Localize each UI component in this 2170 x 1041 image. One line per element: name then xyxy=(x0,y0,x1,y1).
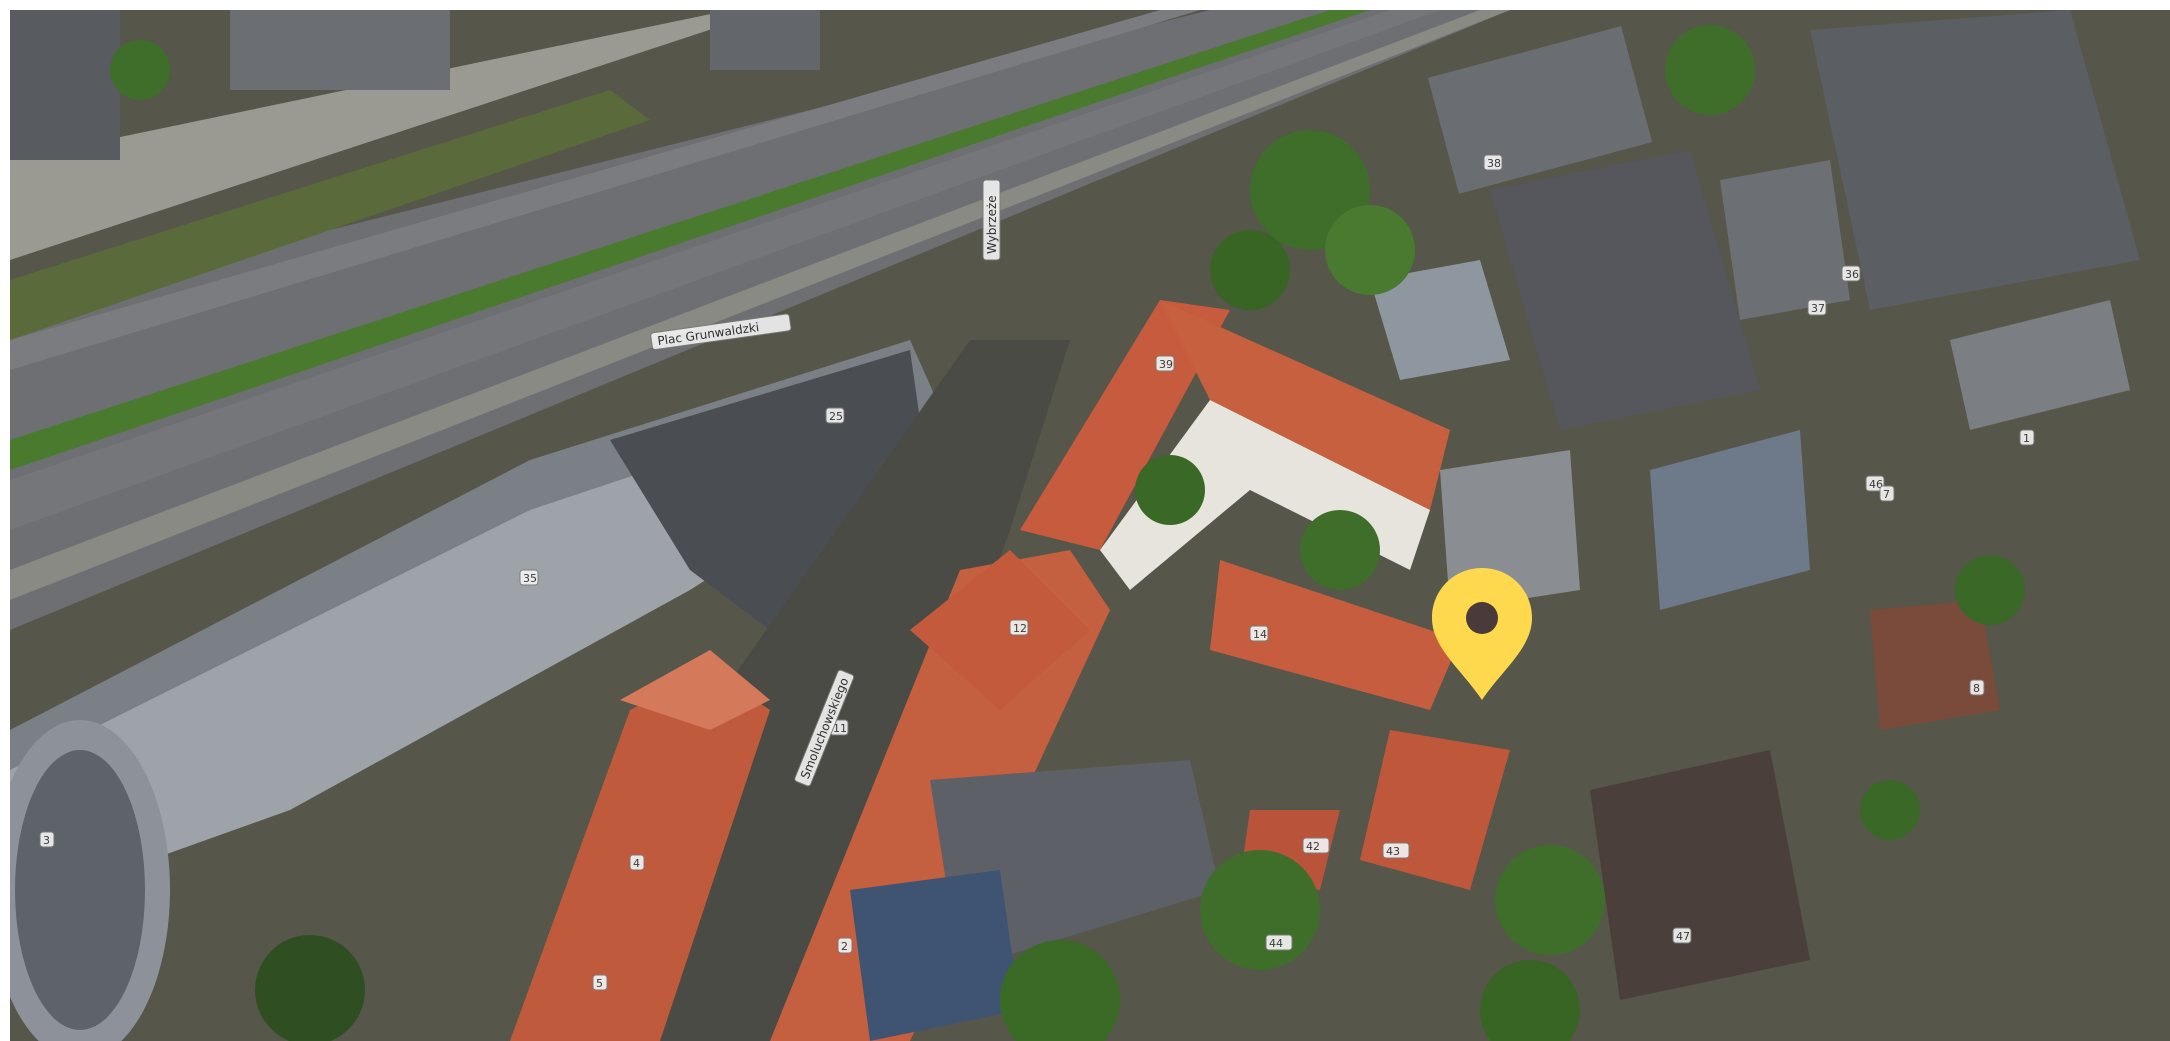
sidewalk xyxy=(10,10,770,260)
svg-text:11: 11 xyxy=(833,722,847,735)
svg-text:7: 7 xyxy=(1883,488,1890,501)
address-label: 3 xyxy=(39,831,55,848)
parking-street xyxy=(660,340,1070,1041)
address-label: 43 xyxy=(1382,842,1410,859)
address-label: 39 xyxy=(1155,355,1175,372)
address-label: 35 xyxy=(519,569,539,586)
svg-text:5: 5 xyxy=(596,977,603,990)
svg-text:37: 37 xyxy=(1811,302,1825,315)
address-label: 1 xyxy=(2019,429,2035,446)
satellite-map[interactable]: 38 39 25 35 14 46 1 42 43 44 47 2 4 5 3 … xyxy=(10,10,2170,1041)
svg-text:1: 1 xyxy=(2023,432,2030,445)
svg-text:46: 46 xyxy=(1869,478,1883,491)
svg-text:47: 47 xyxy=(1676,930,1690,943)
building xyxy=(230,10,450,90)
address-label: 36 xyxy=(1841,265,1861,282)
svg-text:2: 2 xyxy=(841,940,848,953)
map-viewport[interactable]: 38 39 25 35 14 46 1 42 43 44 47 2 4 5 3 … xyxy=(10,10,2170,1041)
svg-text:39: 39 xyxy=(1159,358,1173,371)
svg-text:38: 38 xyxy=(1487,157,1501,170)
svg-text:35: 35 xyxy=(523,572,537,585)
svg-text:25: 25 xyxy=(829,410,843,423)
address-label: 7 xyxy=(1879,485,1895,502)
svg-text:4: 4 xyxy=(633,857,640,870)
address-label: 12 xyxy=(1009,619,1029,636)
building xyxy=(10,10,120,160)
address-label: 47 xyxy=(1672,927,1692,944)
address-label: 38 xyxy=(1483,154,1503,171)
svg-text:43: 43 xyxy=(1386,845,1400,858)
svg-text:36: 36 xyxy=(1845,268,1859,281)
svg-text:Wybrzeże: Wybrzeże xyxy=(985,195,999,254)
address-label: 25 xyxy=(825,407,845,424)
address-label: 5 xyxy=(592,974,608,991)
address-label: 37 xyxy=(1807,299,1827,316)
street-label: Wybrzeże xyxy=(982,179,1001,261)
address-label: 42 xyxy=(1302,837,1330,854)
address-label: 4 xyxy=(629,854,645,871)
red-roof-complex xyxy=(1020,300,1510,890)
svg-text:12: 12 xyxy=(1013,622,1027,635)
svg-text:14: 14 xyxy=(1253,628,1267,641)
address-label: 44 xyxy=(1265,934,1293,951)
location-pin-icon[interactable] xyxy=(1432,568,1532,700)
building xyxy=(710,10,820,70)
address-label: 14 xyxy=(1249,625,1269,642)
gray-buildings xyxy=(850,10,2140,1041)
svg-text:3: 3 xyxy=(43,834,50,847)
svg-text:42: 42 xyxy=(1306,840,1320,853)
svg-text:44: 44 xyxy=(1269,937,1283,950)
address-label: 8 xyxy=(1969,679,1985,696)
address-label: 2 xyxy=(837,937,853,954)
svg-text:8: 8 xyxy=(1973,682,1980,695)
tree-row xyxy=(10,90,650,340)
address-label: 46 xyxy=(1865,475,1885,492)
